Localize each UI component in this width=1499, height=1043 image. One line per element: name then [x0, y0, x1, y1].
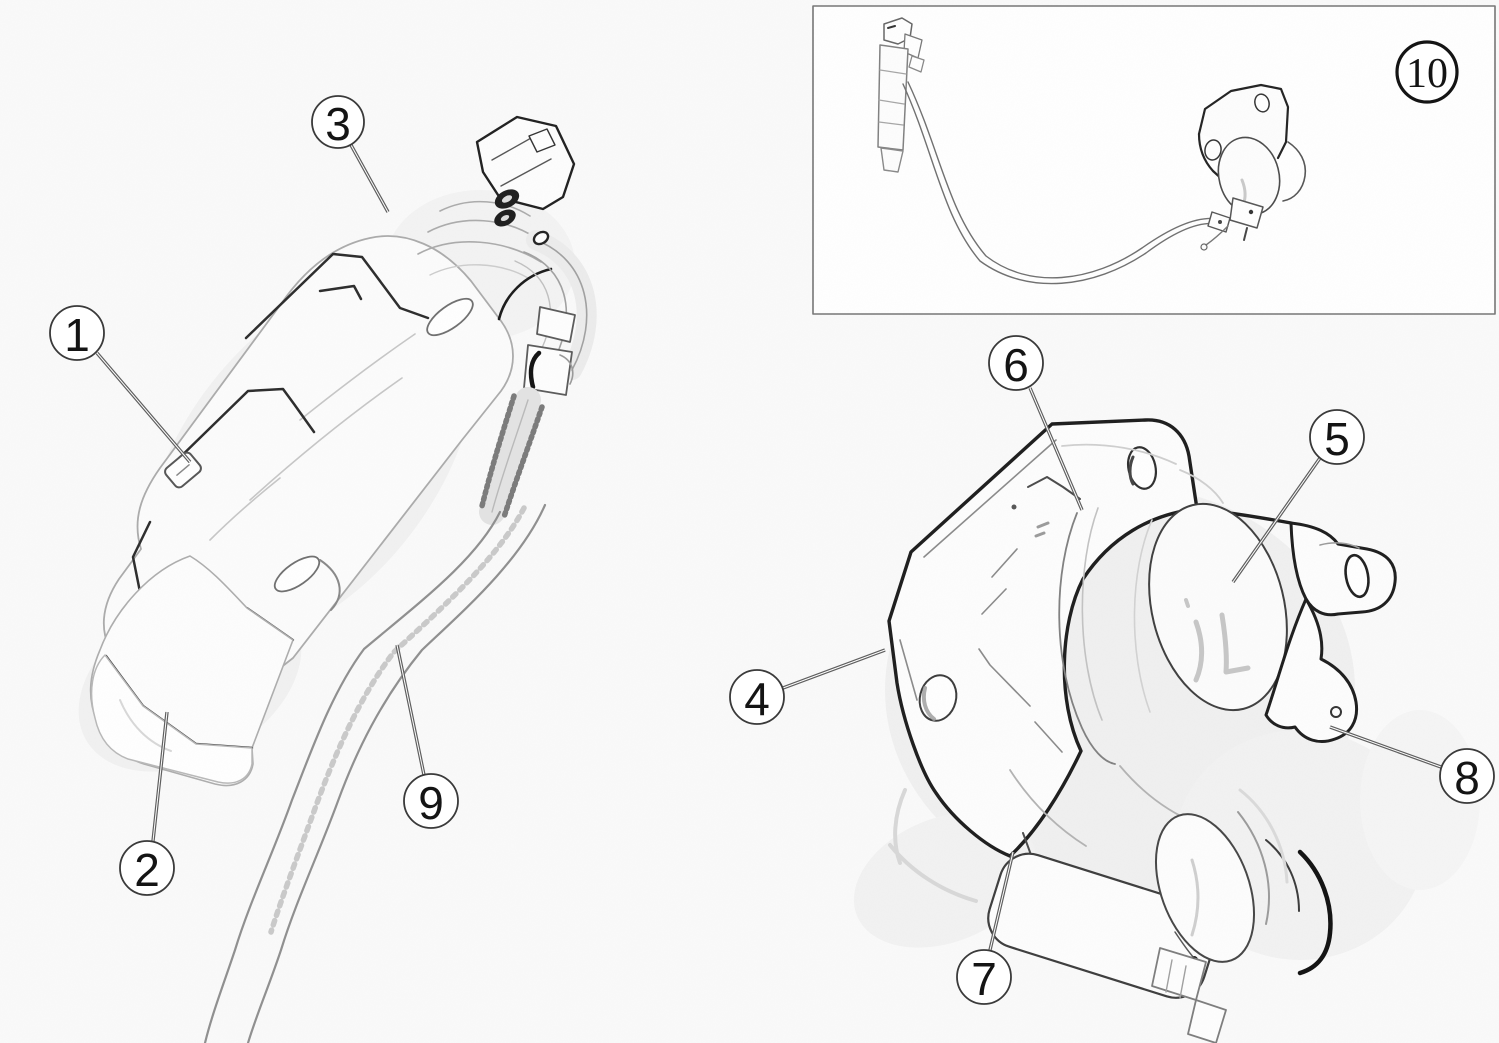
callout-number: 9 [418, 777, 444, 829]
callout-number: 5 [1324, 413, 1350, 465]
callout-circle[interactable] [49, 305, 105, 361]
callout-circle[interactable] [1309, 409, 1365, 465]
callout-1[interactable]: 1 [49, 305, 192, 464]
callout-circle[interactable] [311, 95, 365, 149]
callout-circle[interactable] [119, 840, 175, 896]
callout-8[interactable]: 8 [1329, 725, 1495, 804]
callout-10[interactable]: 10 [1395, 40, 1459, 104]
callout-number: 1 [64, 309, 90, 361]
callout-number: 4 [744, 673, 770, 725]
callout-7[interactable]: 7 [956, 851, 1015, 1005]
callout-6[interactable]: 6 [988, 335, 1084, 511]
piston-face-dot [1184, 598, 1190, 608]
callout-5[interactable]: 5 [1231, 409, 1365, 583]
leader-line [350, 144, 389, 213]
bleed-nipple [1330, 706, 1342, 718]
callout-number: 7 [971, 953, 997, 1005]
leader-line [989, 851, 1014, 951]
callout-circle[interactable] [729, 669, 785, 725]
callout-number: 6 [1003, 339, 1029, 391]
callout-number: 2 [134, 844, 160, 896]
callout-9[interactable]: 9 [395, 644, 459, 829]
callout-number: 3 [325, 98, 351, 150]
leader-line [1329, 726, 1442, 768]
leader-line [1232, 457, 1321, 583]
callout-3[interactable]: 3 [311, 95, 390, 213]
callout-4[interactable]: 4 [729, 648, 886, 725]
callout-circle[interactable] [1439, 748, 1495, 804]
leader-line [782, 649, 886, 689]
bleed-screw-dot [1011, 504, 1017, 510]
callout-circle[interactable] [1395, 40, 1459, 104]
callout-number: 10 [1406, 51, 1448, 97]
callout-layer: 1 2 3 4 5 6 7 8 9 10 [49, 40, 1495, 1005]
callout-2[interactable]: 2 [119, 711, 175, 896]
leader-line [96, 352, 191, 463]
leader-line [152, 711, 168, 842]
callout-circle[interactable] [988, 335, 1044, 391]
inset-panel [812, 5, 1496, 315]
callout-circle[interactable] [956, 949, 1012, 1005]
callout-number: 8 [1454, 752, 1480, 804]
callout-circle[interactable] [403, 773, 459, 829]
leader-line [396, 644, 425, 776]
leader-line [1029, 387, 1083, 511]
